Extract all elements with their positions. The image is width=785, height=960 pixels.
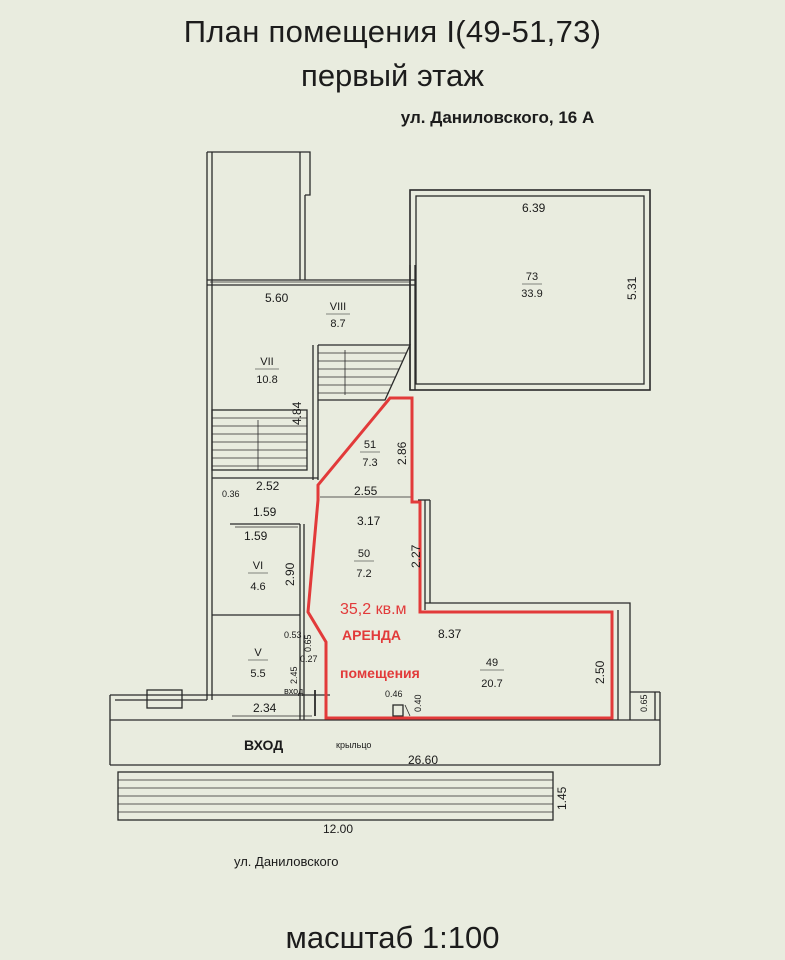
dim-12-00: 12.00 — [323, 822, 353, 836]
room-49-number: 49 — [486, 657, 498, 669]
label-street: ул. Даниловского — [234, 854, 338, 869]
rental-area-text: 35,2 кв.м — [340, 601, 407, 618]
room-51-area: 7.3 — [362, 457, 377, 469]
dim-0-65-right: 0.65 — [639, 694, 649, 712]
room-v-area: 5.5 — [250, 668, 265, 680]
dim-0-27: 0.27 — [300, 654, 318, 664]
dim-4-84: 4.84 — [290, 401, 304, 425]
label-vhod: ВХОД — [244, 737, 283, 753]
dim-2-34: 2.34 — [253, 701, 277, 715]
room-vii-number: VII — [260, 356, 273, 368]
dim-5-31: 5.31 — [625, 276, 639, 300]
dim-2-55: 2.55 — [354, 484, 378, 498]
dim-0-36: 0.36 — [222, 489, 240, 499]
room-50-area: 7.2 — [356, 568, 371, 580]
room-50-number: 50 — [358, 548, 370, 560]
scale-label: масштаб 1:100 — [285, 920, 500, 955]
dim-1-59-top: 1.59 — [253, 505, 277, 519]
dim-26-60: 26.60 — [408, 753, 438, 767]
dim-2-52: 2.52 — [256, 479, 280, 493]
dim-2-45: 2.45 — [289, 666, 299, 684]
rental-area-outline — [306, 396, 614, 720]
address-title: ул. Даниловского, 16 А — [400, 108, 595, 127]
rental-label-line2: помещения — [340, 665, 420, 681]
dim-2-86: 2.86 — [395, 441, 409, 465]
walls — [109, 151, 661, 821]
dim-8-37: 8.37 — [438, 627, 462, 641]
room-viii-area: 8.7 — [330, 318, 345, 330]
dim-5-60: 5.60 — [265, 291, 289, 305]
dim-2-50: 2.50 — [593, 660, 607, 684]
room-viii-number: VIII — [330, 301, 347, 313]
room-73-area: 33.9 — [521, 288, 542, 300]
rental-label-line1: АРЕНДА — [342, 627, 401, 643]
room-49-area: 20.7 — [481, 678, 502, 690]
room-v-number: V — [254, 647, 262, 659]
label-kryltso: крыльцо — [336, 740, 371, 750]
dim-0-65-left: 0.65 — [303, 634, 313, 652]
dim-3-17: 3.17 — [357, 514, 381, 528]
room-73-number: 73 — [526, 271, 538, 283]
dim-1-45: 1.45 — [555, 786, 569, 810]
plan-title: План помещения I(49-51,73) — [183, 14, 602, 49]
dim-0-40: 0.40 — [413, 694, 423, 712]
label-vhod-small: вход — [284, 686, 304, 696]
dim-0-53: 0.53 — [284, 630, 302, 640]
room-51-number: 51 — [364, 439, 376, 451]
room-vi-area: 4.6 — [250, 581, 265, 593]
dim-6-39: 6.39 — [522, 201, 546, 215]
room-vii-area: 10.8 — [256, 374, 277, 386]
dim-2-90: 2.90 — [283, 562, 297, 586]
room-vi-number: VI — [253, 560, 263, 572]
dim-2-27: 2.27 — [409, 544, 423, 568]
dim-1-59-bottom: 1.59 — [244, 529, 268, 543]
dim-0-46: 0.46 — [385, 689, 403, 699]
floor-title: первый этаж — [301, 58, 484, 93]
